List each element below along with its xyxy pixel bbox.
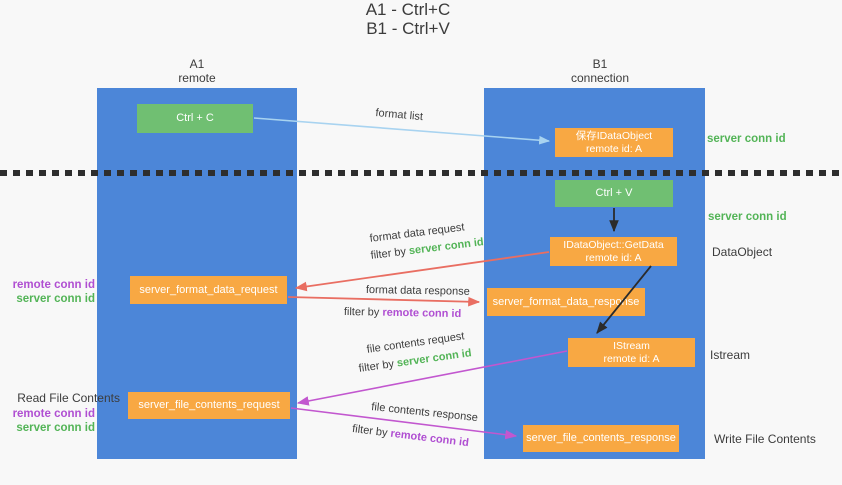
node-istream-line2: remote id: A: [603, 352, 660, 365]
filter-by-prefix: filter by: [343, 306, 383, 319]
node-server-file-contents-response-label: server_file_contents_response: [526, 432, 676, 444]
diagram-title: A1 - Ctrl+C B1 - Ctrl+V: [0, 0, 816, 38]
filter-key-remote-conn-id: remote conn id: [389, 427, 470, 450]
node-server-format-data-response: server_format_data_response: [487, 288, 645, 316]
node-save-idataobject-line1: 保存IDataObject: [575, 129, 653, 142]
flow-label-filter-format-response: filter by remote conn id: [344, 306, 462, 320]
node-ctrl-c: Ctrl + C: [137, 104, 253, 133]
phase-divider-dotted-line: [0, 170, 842, 176]
annotation-server-conn-id-left-bottom: server conn id: [16, 422, 95, 434]
filter-key-server-conn-id: server conn id: [396, 347, 473, 370]
node-ctrl-v: Ctrl + V: [555, 180, 673, 207]
column-b1-subtitle: connection: [570, 71, 630, 85]
flow-label-format-data-response: format data response: [365, 284, 470, 298]
node-server-file-contents-request-label: server_file_contents_request: [138, 399, 280, 411]
annotation-dataobject: DataObject: [712, 245, 773, 259]
filter-by-prefix: filter by: [370, 245, 410, 262]
column-header-a1: A1 remote: [137, 57, 257, 85]
annotation-write-file-contents: Write File Contents: [714, 432, 816, 446]
arrow-format-data-response: [287, 296, 481, 307]
node-save-idataobject: 保存IDataObject remote id: A: [555, 128, 673, 157]
node-ctrl-c-label: Ctrl + C: [176, 112, 214, 124]
annotation-remote-conn-id-bottom: remote conn id: [12, 408, 95, 420]
node-server-format-data-request: server_format_data_request: [130, 276, 287, 304]
node-istream: IStream remote id: A: [568, 338, 695, 367]
node-idataobject-getdata: IDataObject::GetData remote id: A: [550, 237, 677, 266]
annotation-istream: Istream: [710, 348, 751, 362]
column-a1-subtitle: remote: [178, 71, 216, 85]
node-server-format-data-request-label: server_format_data_request: [139, 283, 278, 296]
annotation-server-conn-id-top: server conn id: [707, 133, 786, 145]
node-server-file-contents-response: server_file_contents_response: [523, 425, 679, 452]
column-header-b1: B1 connection: [540, 57, 660, 85]
flow-label-format-list: format list: [374, 107, 424, 124]
node-idataobject-getdata-line1: IDataObject::GetData: [563, 238, 664, 251]
node-istream-line1: IStream: [613, 339, 650, 352]
flow-label-filter-file-response: filter by remote conn id: [352, 423, 470, 449]
title-line-2: B1 - Ctrl+V: [366, 19, 450, 38]
filter-key-server-conn-id: server conn id: [408, 236, 485, 258]
filter-by-prefix: filter by: [351, 423, 392, 440]
flow-label-file-contents-response: file contents response: [370, 401, 479, 425]
annotation-remote-conn-id-top: remote conn id: [12, 279, 95, 291]
node-idataobject-getdata-line2: remote id: A: [585, 251, 642, 264]
column-a1-name: A1: [189, 57, 205, 71]
node-ctrl-v-label: Ctrl + V: [595, 187, 633, 199]
node-server-format-data-response-label: server_format_data_response: [492, 295, 640, 308]
annotation-read-file-contents: Read File Contents: [17, 391, 120, 405]
filter-by-prefix: filter by: [358, 357, 398, 375]
annotation-server-conn-id-mid: server conn id: [708, 211, 787, 223]
annotation-server-conn-id-left-top: server conn id: [16, 293, 95, 305]
node-server-file-contents-request: server_file_contents_request: [128, 392, 290, 419]
title-line-1: A1 - Ctrl+C: [365, 0, 451, 19]
node-save-idataobject-line2: remote id: A: [585, 142, 643, 155]
column-b1-name: B1: [592, 57, 608, 71]
filter-key-remote-conn-id: remote conn id: [382, 306, 462, 321]
